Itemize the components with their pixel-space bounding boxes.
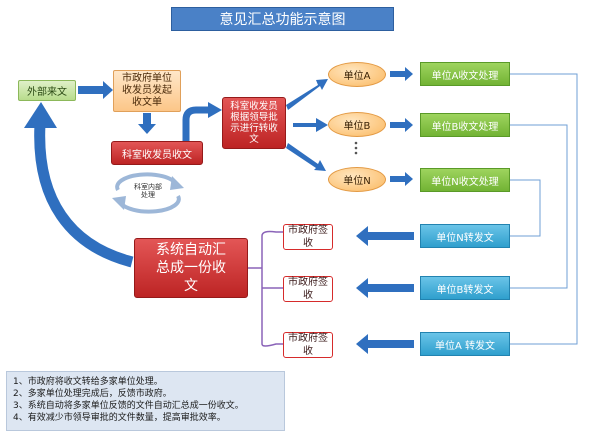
internal-processing-label: 科室内部 处理 (127, 181, 169, 201)
return-curve-arrow (24, 102, 134, 268)
note-4: 4、有效减少市领导审批的文件数量，提高审批效率。 (13, 413, 226, 423)
notes-panel: 1、市政府将收文转给多家单位处理。 2、多家单位处理完成后，反馈市政府。 3、系… (6, 371, 285, 431)
arrow-external-to-gov (78, 81, 113, 99)
note-3: 3、系统自动将多家单位反馈的文件自动汇总成一份收文。 (13, 401, 244, 411)
gov-dispatch-box: 市政府单位 收发员发起 收文单 (113, 70, 181, 112)
unit-b-forward-box: 单位B转发文 (420, 276, 510, 300)
gov-sign-2-line-1: 市政府签 (288, 277, 328, 288)
gov-sign-3-line-1: 市政府签 (288, 333, 328, 344)
gov-sign-2-line-2: 收 (303, 290, 313, 301)
unit-a-forward-box: 单位A 转发文 (420, 332, 510, 356)
gov-sign-1-line-2: 收 (303, 238, 313, 249)
arrow-gov-to-clerk (138, 113, 156, 134)
auto-summary-line-2: 总成一份收 (156, 260, 226, 276)
arrows-forward-to-sign (356, 226, 414, 354)
external-doc-box: 外部来文 (18, 80, 76, 101)
gov-dispatch-line-1: 市政府单位 (122, 73, 172, 84)
gov-sign-1-line-1: 市政府签 (288, 225, 328, 236)
gov-sign-box-3: 市政府签 收 (283, 332, 333, 358)
feedback-lines (510, 73, 578, 345)
gov-sign-box-2: 市政府签 收 (283, 276, 333, 302)
unit-b-oval: 单位B (328, 112, 386, 137)
arrow-clerk-to-forward (182, 102, 222, 141)
clerk-forward-box: 科室收发员 根据领导批 示进行转收 文 (222, 97, 286, 149)
internal-label-line-1: 科室内部 (134, 183, 162, 191)
note-1: 1、市政府将收文转给多家单位处理。 (13, 377, 163, 387)
arrows-units-to-process (390, 67, 413, 186)
diagram-title: 意见汇总功能示意图 (171, 7, 394, 31)
unit-b-process-box: 单位B收文处理 (420, 113, 510, 137)
clerk-forward-line-1: 科室收发员 (230, 101, 278, 112)
clerk-forward-line-3: 示进行转收 (230, 123, 278, 134)
internal-label-line-2: 处理 (141, 191, 155, 199)
clerk-forward-line-4: 文 (249, 134, 259, 145)
gov-dispatch-line-2: 收发员发起 (122, 85, 172, 96)
note-2: 2、多家单位处理完成后，反馈市政府。 (13, 389, 172, 399)
clerk-receive-box: 科室收发员收文 (111, 141, 203, 165)
summary-bracket (248, 230, 283, 347)
auto-summary-line-1: 系统自动汇 (156, 242, 226, 258)
auto-summary-line-3: 文 (184, 278, 198, 294)
ellipsis-dots (354, 141, 358, 155)
internal-cycle-icon (112, 172, 184, 214)
gov-dispatch-line-3: 收文单 (132, 97, 162, 108)
unit-n-forward-box: 单位N转发文 (420, 224, 510, 248)
gov-sign-box-1: 市政府签 收 (283, 224, 333, 250)
unit-a-process-box: 单位A收文处理 (420, 62, 510, 86)
auto-summary-box: 系统自动汇 总成一份收 文 (134, 238, 248, 298)
gov-sign-3-line-2: 收 (303, 346, 313, 357)
arrows-forward-to-units (286, 79, 328, 171)
unit-n-oval: 单位N (328, 167, 386, 192)
unit-n-process-box: 单位N收文处理 (420, 168, 510, 192)
clerk-forward-line-2: 根据领导批 (230, 112, 278, 123)
unit-a-oval: 单位A (328, 62, 386, 87)
